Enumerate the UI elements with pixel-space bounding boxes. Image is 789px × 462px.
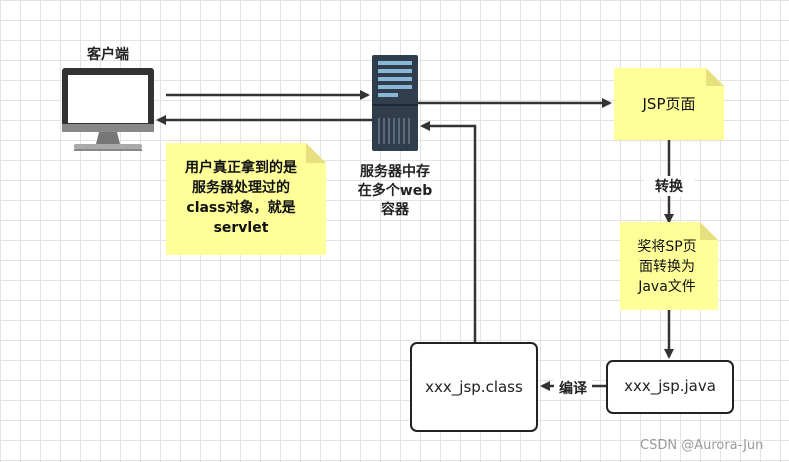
jsp-page-note: JSP页面 bbox=[642, 95, 696, 113]
class-box-label: xxx_jsp.class bbox=[425, 378, 523, 396]
convert-note-line2: 面转换为 bbox=[639, 259, 695, 275]
user-note-line3: class对象，就是 bbox=[186, 200, 296, 216]
java-box-shape bbox=[606, 360, 734, 414]
java-box-label: xxx_jsp.java bbox=[624, 377, 716, 395]
server-label-line1: 服务器中存 bbox=[360, 164, 430, 180]
convert-label: 转换 bbox=[644, 176, 694, 196]
class-to-server-arrow bbox=[420, 121, 477, 343]
server-label: 服务器中存 在多个web 容器 bbox=[340, 163, 450, 220]
user-note: 用户真正拿到的是 服务器处理过的 class对象，就是 servlet bbox=[166, 158, 316, 238]
compile-label: 编译 bbox=[554, 378, 592, 398]
jsp-note-shape bbox=[614, 68, 724, 140]
class-box-shape bbox=[410, 342, 538, 432]
user-note-line2: 服务器处理过的 bbox=[192, 180, 290, 196]
watermark: CSDN @Aurora-Jun bbox=[640, 438, 764, 453]
user-note-shape bbox=[166, 143, 326, 255]
server-label-line3: 容器 bbox=[381, 202, 409, 218]
computer-icon bbox=[62, 68, 154, 151]
convert-note-line1: 奖将SP页 bbox=[637, 239, 697, 255]
convert-note: 奖将SP页 面转换为 Java文件 bbox=[620, 237, 714, 297]
server-label-line2: 在多个web bbox=[357, 183, 433, 199]
user-note-line4: servlet bbox=[213, 220, 269, 236]
convert-note-line3: Java文件 bbox=[638, 279, 696, 295]
user-note-line1: 用户真正拿到的是 bbox=[185, 160, 297, 176]
server-icon bbox=[372, 55, 418, 151]
convert-note-shape bbox=[620, 222, 718, 310]
client-label: 客户端 bbox=[87, 47, 129, 63]
